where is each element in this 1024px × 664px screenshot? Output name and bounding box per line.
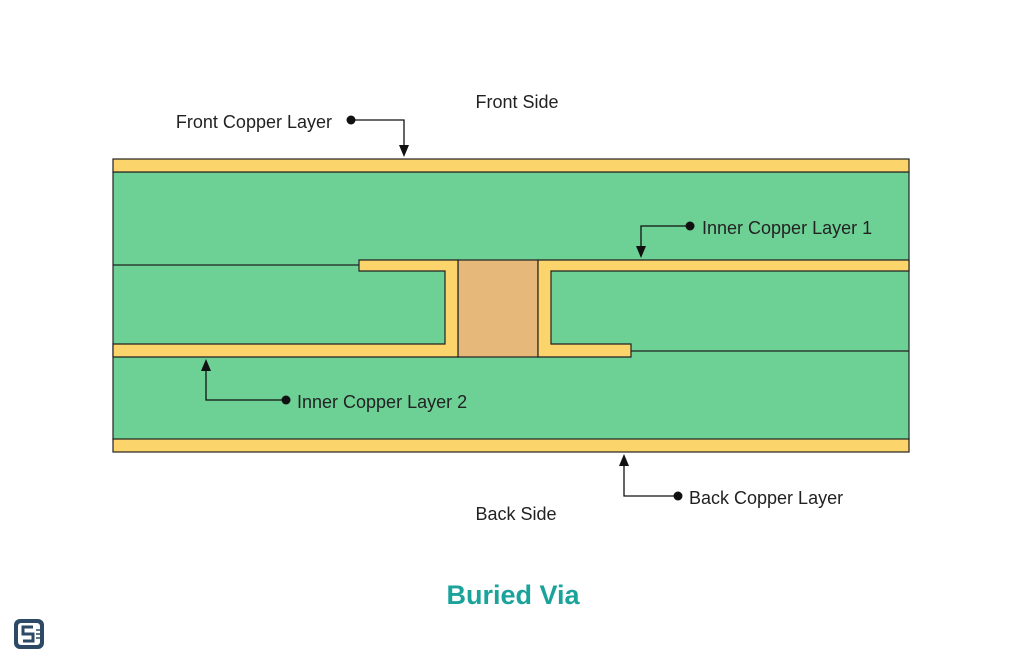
- callout-inner-copper-1: Inner Copper Layer 1: [636, 218, 872, 258]
- callout-front-copper: Front Copper Layer: [176, 112, 409, 157]
- label-front-side: Front Side: [475, 92, 558, 112]
- via-fill: [457, 259, 539, 358]
- diagram-title: Buried Via: [446, 580, 580, 610]
- back-copper-layer: [112, 438, 910, 453]
- via-plating-left: [112, 259, 459, 358]
- label-inner-copper-1: Inner Copper Layer 1: [702, 218, 872, 238]
- label-back-copper: Back Copper Layer: [689, 488, 843, 508]
- callout-inner-copper-2: Inner Copper Layer 2: [201, 359, 467, 412]
- inner-copper-layer-1: [537, 259, 910, 358]
- circuitstate-logo-icon: [14, 619, 44, 649]
- pcb-cross-section: [112, 158, 910, 453]
- front-copper-layer: [112, 158, 910, 173]
- label-inner-copper-2: Inner Copper Layer 2: [297, 392, 467, 412]
- label-back-side: Back Side: [475, 504, 556, 524]
- label-front-copper: Front Copper Layer: [176, 112, 332, 132]
- callout-back-copper: Back Copper Layer: [619, 454, 843, 508]
